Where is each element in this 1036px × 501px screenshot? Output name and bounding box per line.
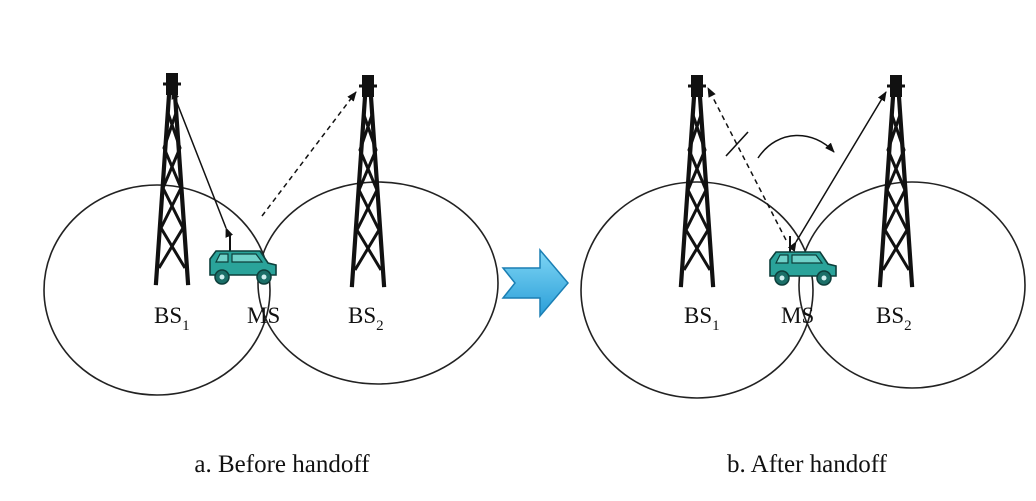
label-bs2: BS2	[348, 303, 384, 334]
caption-before-handoff: a. Before handoff	[194, 451, 370, 478]
handoff-curve-arrow	[757, 134, 835, 159]
label-bs1: BS1	[684, 303, 720, 334]
vehicle-ms-icon	[209, 234, 277, 285]
panel-before-handoff: BS1 MS BS2 a. Before handoff	[43, 73, 499, 478]
tower-bs1-icon	[681, 75, 713, 285]
tower-bs2-icon	[880, 75, 912, 285]
cell-bs1	[580, 181, 814, 399]
cell-bs2	[798, 181, 1026, 389]
label-ms: MS	[781, 303, 814, 328]
link-ms-bs1-released	[707, 87, 787, 241]
tower-bs2-icon	[352, 75, 384, 285]
label-bs1: BS1	[154, 303, 190, 334]
transition-arrow-icon	[501, 247, 569, 319]
caption-after-handoff: b. After handoff	[727, 451, 888, 478]
link-ms-bs2	[261, 91, 357, 217]
label-bs2: BS2	[876, 303, 912, 334]
tower-bs1-icon	[156, 73, 188, 283]
label-ms: MS	[247, 303, 280, 328]
cell-bs1	[43, 184, 271, 396]
link-ms-bs2	[787, 91, 887, 252]
vehicle-ms-icon	[769, 235, 837, 286]
link-break-mark	[725, 131, 749, 157]
link-ms-bs1	[171, 89, 234, 238]
panel-after-handoff: BS1 MS BS2 b. After handoff	[580, 75, 1026, 478]
